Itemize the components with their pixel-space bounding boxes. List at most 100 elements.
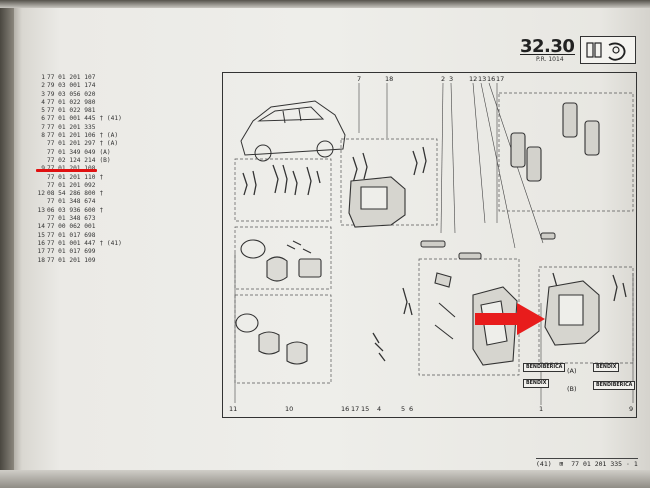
caliper-upper — [348, 176, 406, 228]
pistons-and-seals — [235, 239, 322, 365]
reference-number: 12 — [37, 190, 45, 198]
reference-number: 13 — [37, 206, 45, 214]
brake-pads — [510, 102, 600, 182]
reference-code: 77 01 201 108 — [47, 165, 95, 172]
reference-note: † (A) — [99, 140, 119, 148]
reference-note: (B) — [99, 156, 111, 164]
reference-code: 77 01 201 092 — [47, 181, 96, 189]
page-footer: (41) ⊞ 77 01 201 335 · 1 — [536, 458, 638, 468]
reference-number: 8 — [41, 132, 45, 140]
reference-code: 77 01 201 335 — [47, 123, 96, 131]
label-17-bottom: 17 — [351, 405, 360, 413]
reference-row: 77 01 348 674 — [36, 198, 122, 206]
reference-code: 77 01 201 107 — [47, 74, 96, 81]
reference-note: † — [99, 206, 104, 214]
car-sketch — [240, 100, 346, 162]
bottom-shadow — [0, 470, 650, 488]
label-18: 18 — [385, 75, 394, 83]
label-16-bottom: 16 — [341, 405, 350, 413]
label-6: 6 — [409, 405, 414, 413]
label-7: 7 — [357, 75, 362, 83]
reference-number: 14 — [37, 223, 45, 231]
label-5: 5 — [401, 405, 406, 413]
reference-code: 77 01 022 980 — [47, 98, 96, 106]
reference-note: † — [99, 173, 104, 181]
reference-number: 6 — [41, 115, 45, 123]
label-1: 1 — [539, 405, 544, 413]
reference-code: 77 01 022 981 — [47, 107, 96, 115]
exploded-diagram: 7 18 2 3 12 13 16 17 11 10 16 17 15 4 5 … — [222, 72, 637, 418]
label-2: 2 — [441, 75, 446, 83]
reference-row: 77 01 201 110† — [36, 174, 122, 182]
label-10: 10 — [285, 405, 294, 413]
variant-a-label: (A) — [567, 367, 577, 375]
reference-note: † — [99, 190, 104, 198]
reference-number: 16 — [37, 239, 45, 247]
tag-bendix-a: BENDIX — [593, 363, 620, 372]
label-17: 17 — [496, 75, 505, 83]
reference-code: 77 01 001 447 — [47, 239, 96, 247]
reference-number: 15 — [37, 231, 45, 239]
reference-note: (A) — [99, 148, 111, 156]
reference-code: 77 01 201 110 — [47, 173, 96, 181]
variant-b-label: (B) — [567, 385, 577, 393]
reference-row: 77 01 201 297† (A) — [36, 140, 122, 148]
tag-bendix: BENDIX — [523, 379, 550, 388]
spring-clips — [242, 146, 627, 362]
reference-number: 9 — [36, 165, 45, 173]
section-subtitle: P.R. 1014 — [536, 56, 564, 63]
tag-bendiberica: BENDIBERICA — [523, 363, 566, 372]
red-arrow — [475, 303, 545, 335]
label-9: 9 — [629, 405, 634, 413]
reference-row: 77 01 349 049(A) — [36, 149, 122, 157]
reference-number: 17 — [37, 248, 45, 256]
reference-code: 08 54 286 800 — [47, 190, 96, 198]
reference-code: 77 01 001 445 — [47, 115, 96, 123]
reference-note: † (41) — [99, 239, 122, 247]
reference-code: 77 01 017 699 — [47, 248, 96, 256]
reference-code: 77 01 201 106 — [47, 132, 96, 140]
section-number: 32.30 — [520, 36, 575, 57]
reference-number: 2 — [41, 82, 45, 90]
label-12: 12 — [469, 75, 478, 83]
label-16: 16 — [487, 75, 496, 83]
label-4: 4 — [377, 405, 382, 413]
book-spine — [0, 0, 14, 488]
reference-code: 77 02 124 214 — [47, 156, 96, 164]
label-13: 13 — [478, 75, 487, 83]
brake-pad-icon — [580, 36, 636, 64]
reference-code: 77 01 017 698 — [47, 231, 96, 239]
reference-number: 4 — [41, 98, 45, 106]
reference-code: 77 01 348 674 — [47, 198, 96, 206]
header-rule — [520, 54, 575, 55]
reference-number: 7 — [41, 123, 45, 131]
reference-number: 3 — [41, 90, 45, 98]
label-3: 3 — [449, 75, 454, 83]
bolts — [420, 232, 556, 260]
label-15: 15 — [361, 405, 370, 413]
reference-code: 77 01 349 049 — [47, 148, 96, 156]
caliper-lower — [544, 280, 600, 346]
reference-code: 06 03 936 600 — [47, 206, 96, 214]
reference-row: 77 02 124 214(B) — [36, 157, 122, 165]
reference-code: 77 01 348 673 — [47, 215, 96, 223]
reference-row: 977 01 201 108 — [36, 165, 122, 173]
page-top-edge — [0, 0, 650, 8]
tag-bendiberica-b: BENDIBERICA — [593, 381, 636, 390]
reference-note: † (A) — [99, 132, 119, 140]
